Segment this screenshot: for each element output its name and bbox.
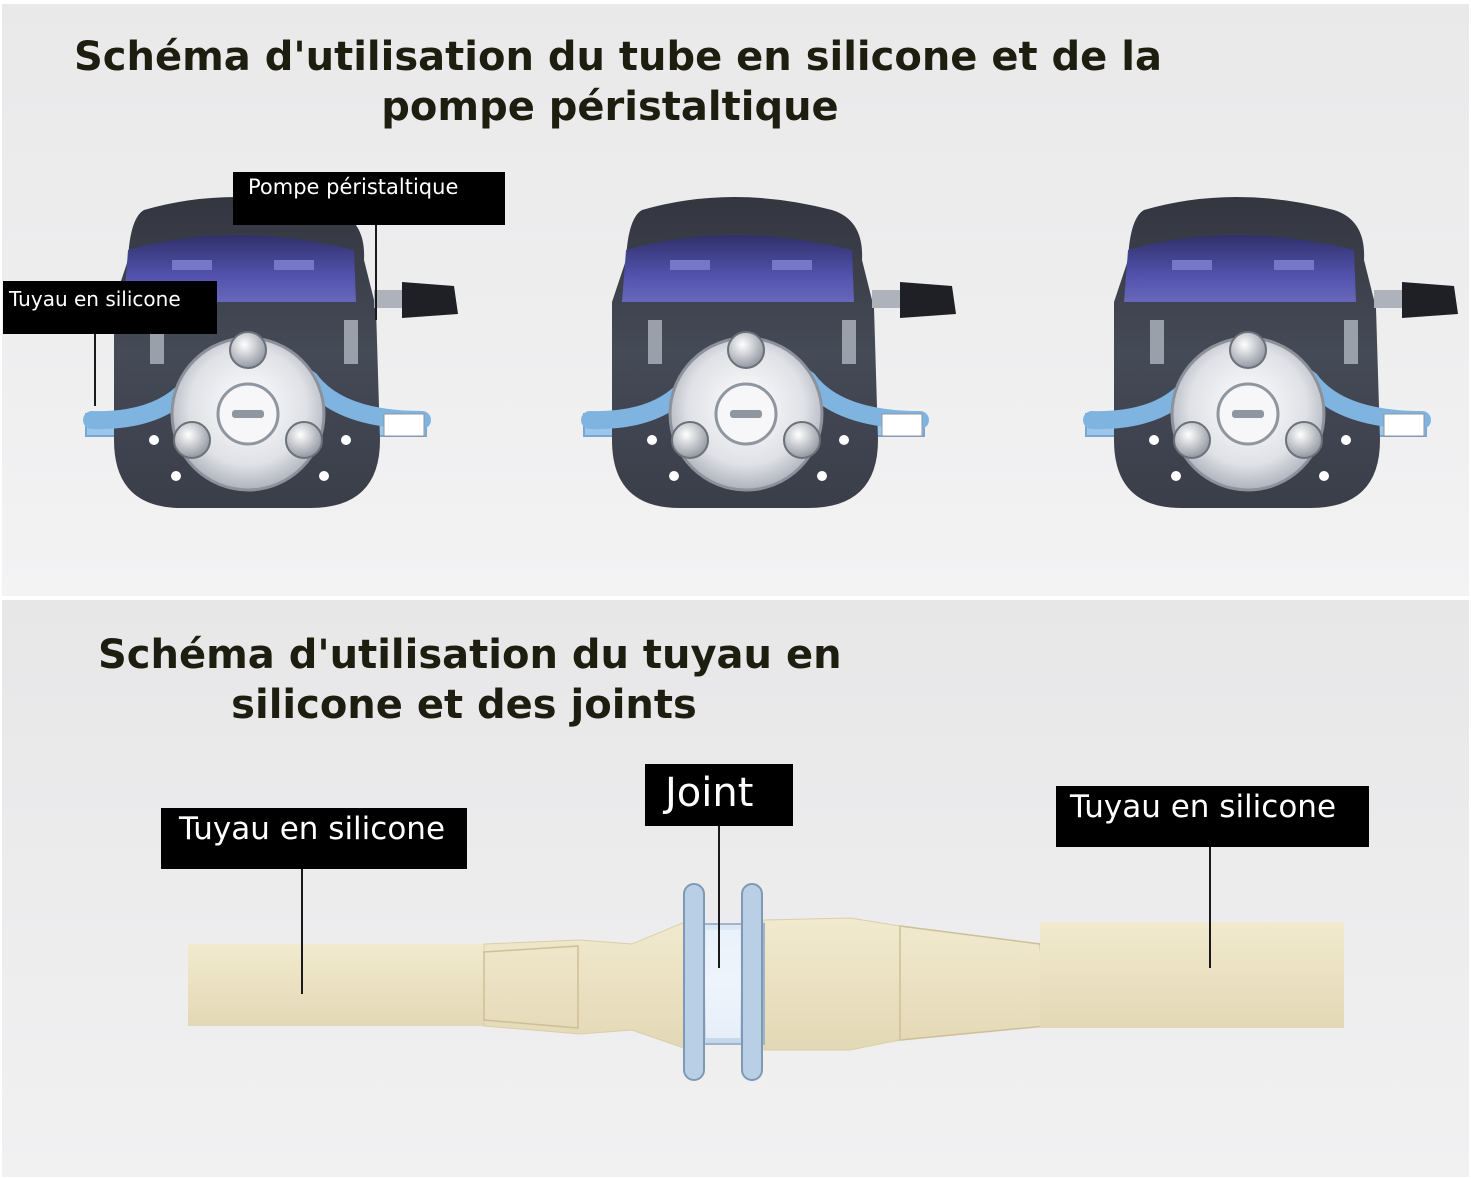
tube-callout-label-right: Tuyau en silicone [1056, 786, 1369, 847]
joint-callout-label: Joint [645, 764, 793, 826]
pump-section-title: Schéma d'utilisation du tube en silicone… [74, 32, 1162, 132]
pump-illustration-3 [1086, 197, 1458, 508]
joint-section-title-line-1: Schéma d'utilisation du tuyau en [98, 632, 842, 678]
joint-section-title-line-2: silicone et des joints [231, 682, 697, 728]
joint-section-title: Schéma d'utilisation du tuyau en silicon… [98, 630, 842, 730]
pump-illustration-2 [584, 197, 956, 508]
tube-callout-label-left: Tuyau en silicone [161, 808, 467, 869]
joint-section-panel [2, 600, 1469, 1177]
hose-assembly [188, 917, 1344, 1051]
tube-callout-label-top: Tuyau en silicone [3, 281, 217, 334]
joint-illustration [683, 883, 765, 1081]
pump-section-title-line-2: pompe péristaltique [381, 84, 839, 130]
pump-illustration-1 [86, 197, 458, 508]
pump-section-title-line-1: Schéma d'utilisation du tube en silicone… [74, 34, 1162, 80]
pump-callout-label: Pompe péristaltique [233, 172, 505, 225]
